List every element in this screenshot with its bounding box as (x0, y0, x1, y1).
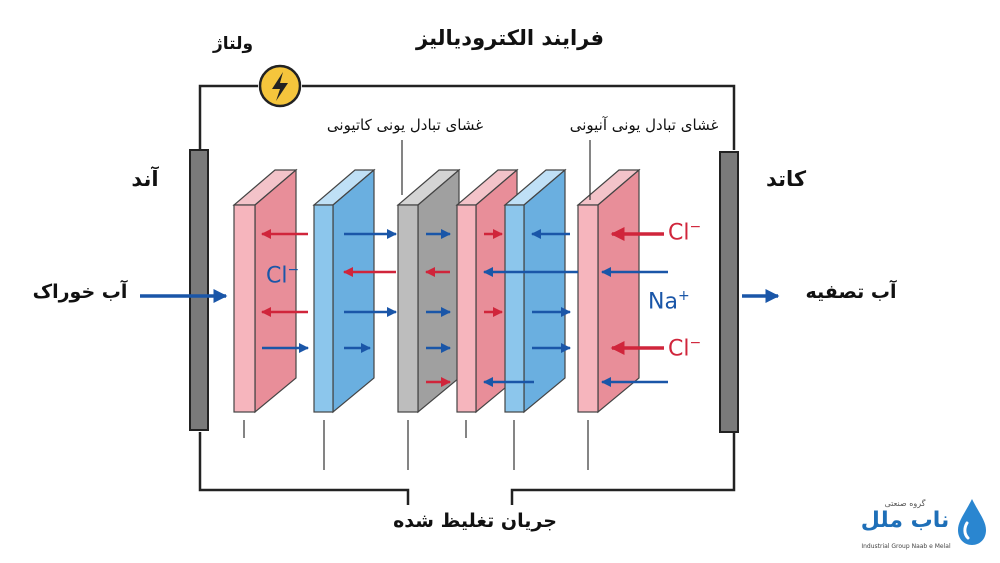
logo-tagline: گروه صنعتی (884, 499, 926, 508)
membrane-3-gray (396, 168, 461, 414)
product-water-label: آب تصفیه (805, 281, 897, 303)
chloride-ion-label: Cl− (668, 219, 702, 246)
cation-membrane-label: غشای تبادل یونی کاتیونی (326, 116, 484, 134)
voltage-label: ولتاژ (212, 34, 254, 54)
concentrate-stream-label: جریان تغلیظ شده (393, 510, 557, 532)
diagram-title: فرایند الکترودیالیز (416, 26, 604, 50)
voltage-icon (258, 64, 302, 108)
leader-lines (243, 140, 591, 470)
sodium-ion-label: Na+ (648, 288, 690, 315)
membrane-5-anion (503, 168, 567, 414)
circuit-wire (198, 84, 736, 505)
water-drop-icon (958, 499, 986, 545)
ion-arrows (261, 227, 668, 387)
anode-label: آند (131, 167, 159, 191)
company-logo: گروه صنعتی ناب ملل Industrial Group Naab… (855, 495, 995, 560)
anode-electrode (189, 149, 209, 431)
cathode-electrode (719, 151, 739, 433)
logo-english: Industrial Group Naab e Melal (861, 543, 951, 550)
membrane-6-cation (576, 168, 641, 414)
anion-membrane-label: غشای تبادل یونی آنیونی (569, 116, 719, 134)
chloride-ion-label: Cl− (266, 262, 300, 289)
chloride-ion-label: Cl− (668, 335, 702, 362)
feed-water-label: آب خوراک (32, 281, 128, 303)
cathode-label: کاتد (765, 167, 807, 191)
membrane-2-anion (312, 168, 376, 414)
membrane-1-cation (232, 168, 298, 414)
logo-name: ناب ملل (860, 508, 950, 533)
